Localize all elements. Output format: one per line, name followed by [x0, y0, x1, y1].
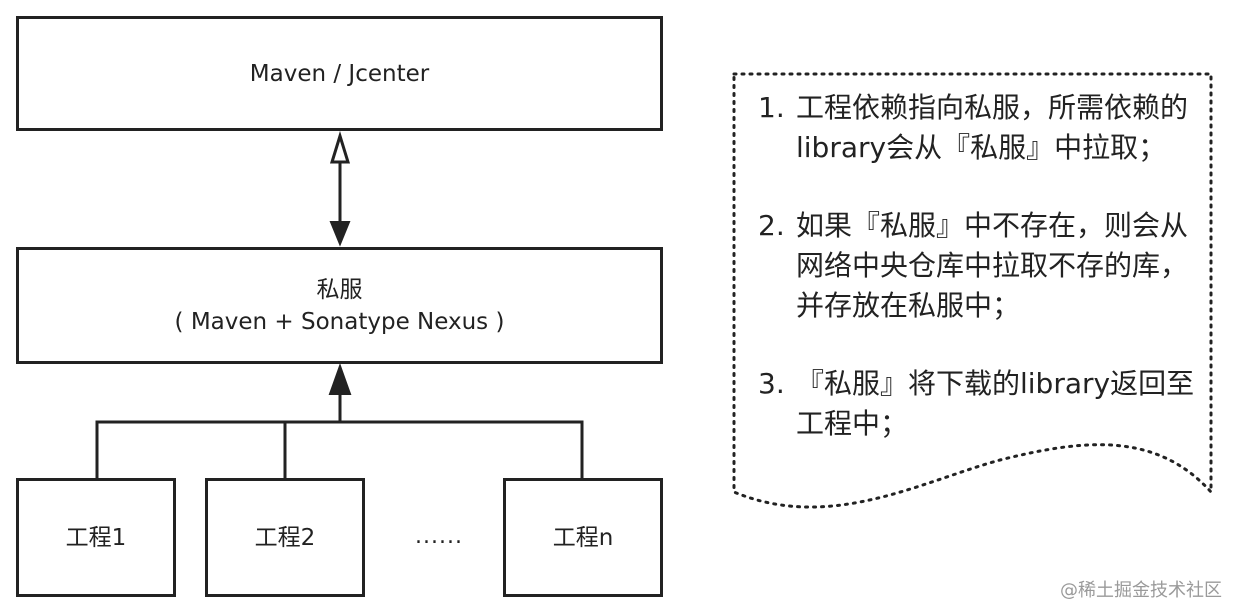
project-arrow-head [328, 363, 352, 395]
project-box-2: 工程2 [205, 478, 365, 597]
note-item-1-text: 工程依赖指向私服，所需依赖的library会从『私服』中拉取； [796, 91, 1189, 164]
project-box-n-label: 工程n [552, 524, 614, 551]
note-item-2-number: 2. [758, 209, 785, 242]
note-item-1: 1. 工程依赖指向私服，所需依赖的library会从『私服』中拉取； [758, 88, 1198, 168]
note-item-3-number: 3. [758, 367, 785, 400]
note-item-2: 2. 如果『私服』中不存在，则会从网络中央仓库中拉取不存的库，并存放在私服中； [758, 206, 1198, 326]
private-server-box: 私服 ( Maven + Sonatype Nexus ) [16, 247, 663, 364]
note-item-3: 3. 『私服』将下载的library返回至工程中； [758, 364, 1198, 444]
watermark-text: @稀土掘金技术社区 [1060, 580, 1222, 601]
note-item-1-number: 1. [758, 91, 785, 124]
notes-panel: 1. 工程依赖指向私服，所需依赖的library会从『私服』中拉取； 2. 如果『私… [758, 88, 1198, 482]
repo-box-maven-jcenter: Maven / Jcenter [16, 16, 663, 131]
project-ellipsis: ...... [415, 524, 463, 549]
private-server-subtitle: ( Maven + Sonatype Nexus ) [174, 308, 505, 335]
project-bus-line [95, 420, 584, 478]
project-box-n: 工程n [503, 478, 663, 597]
note-shape [732, 72, 1213, 509]
repo-box-label: Maven / Jcenter [249, 60, 430, 87]
sync-arrow-head-down [329, 221, 351, 247]
sync-arrow-head-up [329, 130, 351, 164]
note-item-2-text: 如果『私服』中不存在，则会从网络中央仓库中拉取不存的库，并存放在私服中； [796, 209, 1189, 322]
private-server-title: 私服 [316, 276, 363, 303]
note-item-3-text: 『私服』将下载的library返回至工程中； [796, 367, 1195, 440]
project-box-2-label: 工程2 [254, 524, 316, 551]
project-box-1: 工程1 [16, 478, 176, 597]
project-box-1-label: 工程1 [65, 524, 127, 551]
